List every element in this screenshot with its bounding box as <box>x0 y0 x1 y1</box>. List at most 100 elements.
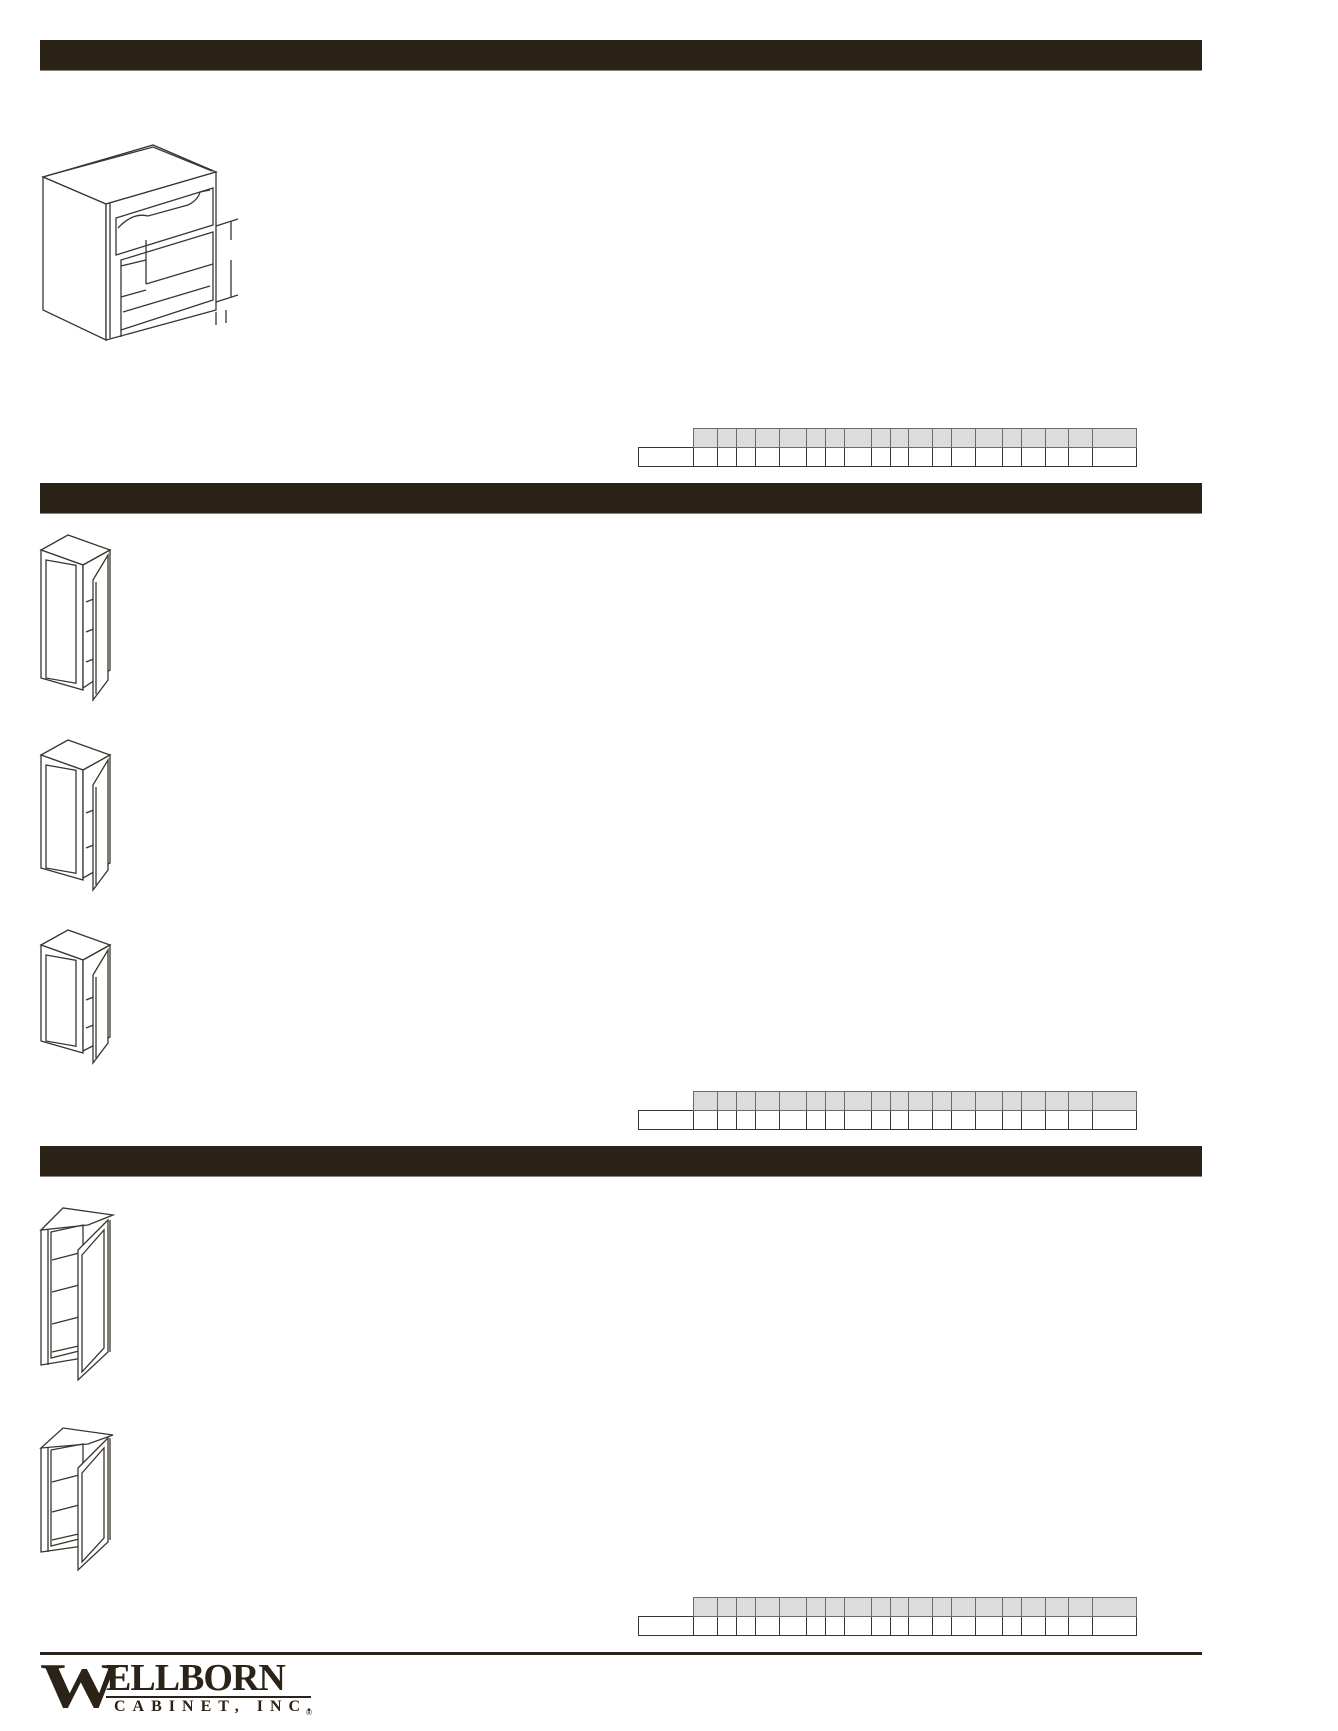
table-header-cell <box>824 1091 845 1111</box>
table-header-cell <box>716 1091 737 1111</box>
table-header-cell <box>778 1597 807 1617</box>
table-row <box>638 1616 1137 1636</box>
table-header-cell <box>1091 1597 1137 1617</box>
table-header-cell <box>716 428 737 448</box>
table-header-cell <box>805 1091 826 1111</box>
table-header-cell <box>1091 428 1137 448</box>
table-header-cell <box>1020 1597 1046 1617</box>
table-row-label <box>638 1616 694 1636</box>
table-cell <box>931 1110 952 1130</box>
table-cell <box>1001 1616 1022 1636</box>
table-cell <box>805 1110 826 1130</box>
table-header-cell <box>950 428 976 448</box>
table-cell <box>805 447 826 467</box>
table-header-cell <box>735 428 756 448</box>
table-row-label <box>638 447 694 467</box>
table-cell <box>950 447 976 467</box>
wall-cabinet-drawing-short <box>39 929 112 1065</box>
table-header-cell <box>692 1091 718 1111</box>
table-cell <box>1067 1110 1093 1130</box>
section-1-header-bar <box>40 40 1202 71</box>
table-cell <box>843 1110 872 1130</box>
table-cell <box>778 1110 807 1130</box>
table-cell <box>843 447 872 467</box>
table-header-cell <box>824 428 845 448</box>
table-cell <box>870 1110 891 1130</box>
table-cell <box>870 1616 891 1636</box>
table-header-cell <box>843 428 872 448</box>
table-cell <box>907 1616 933 1636</box>
table-cell <box>870 447 891 467</box>
table-header-cell <box>1001 1597 1022 1617</box>
table-cell <box>889 447 909 467</box>
table-label-header <box>639 429 694 448</box>
table-cell <box>778 447 807 467</box>
table-header-cell <box>870 1597 891 1617</box>
table-cell <box>805 1616 826 1636</box>
table-row <box>638 1110 1137 1130</box>
table-header-cell <box>931 1091 952 1111</box>
table-header-cell <box>778 428 807 448</box>
table-header-cell <box>907 1597 933 1617</box>
table-cell <box>735 447 756 467</box>
table-cell <box>692 1616 718 1636</box>
logo-rule <box>106 1696 311 1698</box>
microwave-cabinet-drawing <box>41 144 239 342</box>
table-cell <box>931 1616 952 1636</box>
table-header-cell <box>1067 1091 1093 1111</box>
table-cell <box>1067 1616 1093 1636</box>
table-cell <box>1091 1110 1137 1130</box>
table-label-header <box>639 1092 694 1111</box>
table-row <box>638 447 1137 467</box>
table-header-cell <box>974 1597 1003 1617</box>
logo-name: ELLBORN <box>106 1657 286 1699</box>
table-header-row <box>639 428 1137 448</box>
table-cell <box>1044 1616 1069 1636</box>
table-header-cell <box>692 1597 718 1617</box>
table-cell <box>889 1616 909 1636</box>
table-label-header <box>639 1598 694 1617</box>
table-cell <box>1001 447 1022 467</box>
table-cell <box>1020 447 1046 467</box>
table-header-cell <box>1001 1091 1022 1111</box>
wellborn-logo: W ELLBORN CABINET, INC. ® <box>40 1650 320 1721</box>
table-header-row <box>639 1091 1137 1111</box>
table-header-cell <box>889 1091 909 1111</box>
table-cell <box>974 447 1003 467</box>
table-cell <box>824 1616 845 1636</box>
section-3-header-bar <box>40 1146 1202 1177</box>
table-header-cell <box>1044 1091 1069 1111</box>
table-header-cell <box>1067 428 1093 448</box>
table-header-cell <box>1091 1091 1137 1111</box>
table-cell <box>735 1616 756 1636</box>
table-cell <box>950 1110 976 1130</box>
table-cell <box>692 1110 718 1130</box>
table-cell <box>974 1616 1003 1636</box>
table-header-cell <box>824 1597 845 1617</box>
table-header-cell <box>716 1597 737 1617</box>
wall-cabinet-drawing-medium <box>39 739 112 892</box>
table-cell <box>1067 447 1093 467</box>
table-header-cell <box>889 1597 909 1617</box>
table-header-cell <box>754 1091 780 1111</box>
table-cell <box>974 1110 1003 1130</box>
table-cell <box>907 1110 933 1130</box>
table-header-cell <box>1044 428 1069 448</box>
table-header-cell <box>889 428 909 448</box>
table-header-cell <box>950 1091 976 1111</box>
table-header-cell <box>870 428 891 448</box>
logo-initial: W <box>40 1650 120 1721</box>
table-cell <box>1020 1110 1046 1130</box>
table-cell <box>950 1616 976 1636</box>
table-cell <box>716 447 737 467</box>
table-header-cell <box>805 1597 826 1617</box>
table-header-cell <box>974 1091 1003 1111</box>
table-cell <box>754 447 780 467</box>
table-header-cell <box>1020 1091 1046 1111</box>
table-cell <box>824 1110 845 1130</box>
table-row-label <box>638 1110 694 1130</box>
section-3-spec-table <box>638 1597 1137 1636</box>
table-header-cell <box>1044 1597 1069 1617</box>
section-1-spec-table <box>638 428 1137 467</box>
table-header-cell <box>754 428 780 448</box>
